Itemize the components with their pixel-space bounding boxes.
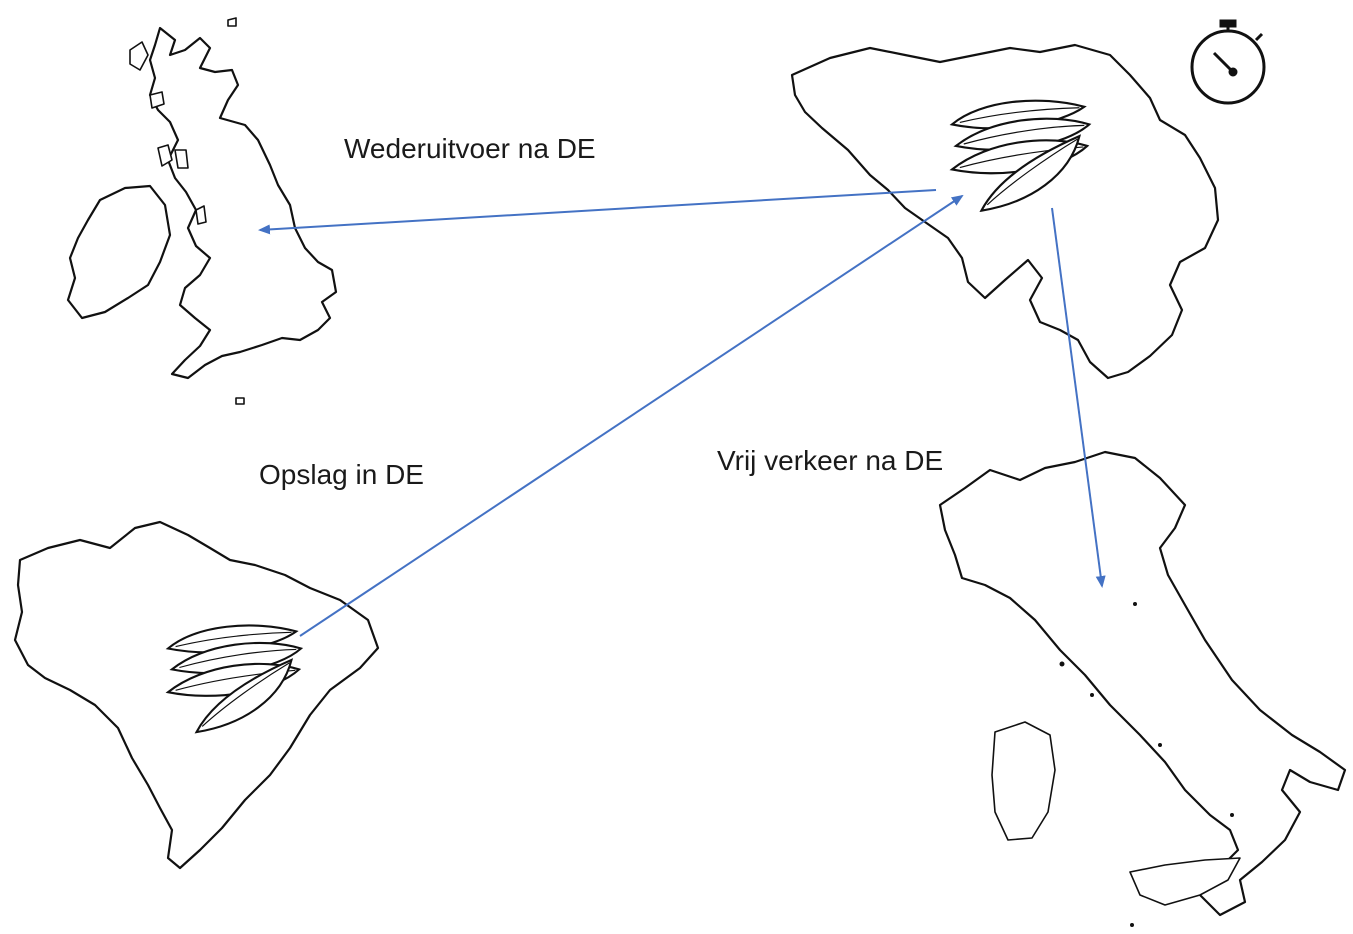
label-free-circulation: Vrij verkeer na DE [717, 445, 944, 476]
label-reexport: Wederuitvoer na DE [344, 133, 596, 164]
stopwatch-icon [1190, 19, 1266, 105]
uk-ireland-map [66, 17, 338, 405]
italy-map [938, 450, 1347, 927]
arrow-belgium-to-italy [1051, 207, 1106, 588]
label-storage: Opslag in DE [259, 459, 424, 490]
arrow-belgium-to-uk [258, 189, 937, 235]
belgium-map [790, 43, 1220, 380]
arrow-brazil-to-belgium [299, 194, 964, 637]
